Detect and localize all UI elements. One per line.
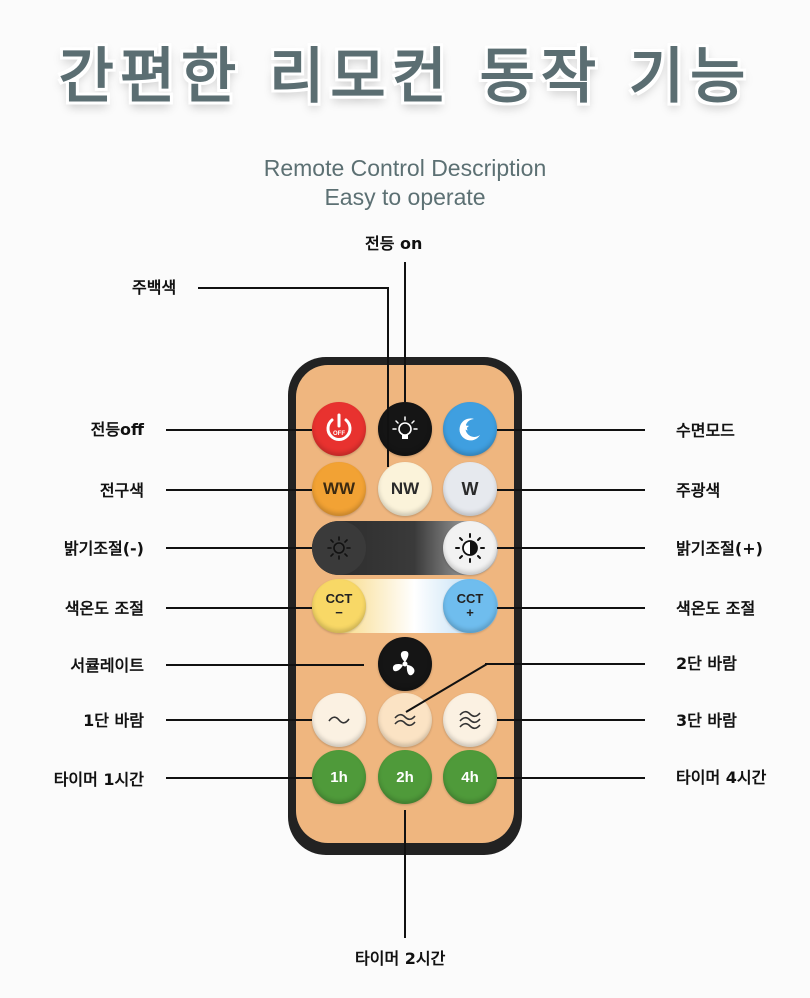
white-button[interactable]: W [443,462,497,516]
leader-brightness-plus [497,547,645,549]
label-wind-2: 2단 바람 [676,654,737,673]
moon-icon [459,418,480,441]
cct-minus-button[interactable]: CCT − [312,579,366,633]
timer-1h-button[interactable]: 1h [312,750,366,804]
wave-1-icon [328,716,350,724]
bulb-icon [392,416,418,439]
leader-timer-2h [404,810,406,938]
wind-speed-1-button[interactable] [312,693,366,747]
label-timer-2h: 타이머 2시간 [355,949,446,968]
leader-warm-color [166,489,312,491]
cct-minus-sign: − [335,605,343,620]
label-timer-4h: 타이머 4시간 [676,768,767,787]
warm-white-button[interactable]: WW [312,462,366,516]
leader-wind-3 [497,719,645,721]
leader-sleep-mode [497,429,645,431]
label-light-on: 전등 on [365,234,423,253]
leader-circulate [166,664,364,666]
circulate-button[interactable] [378,637,432,691]
label-color-temp-left: 색온도 조절 [64,599,144,618]
wind-speed-3-button[interactable] [443,693,497,747]
neutral-white-button[interactable]: NW [378,462,432,516]
timer-2h-button[interactable]: 2h [378,750,432,804]
svg-text:OFF: OFF [333,431,345,437]
leader-light-on [404,262,406,402]
sleep-mode-button[interactable] [443,402,497,456]
label-light-off: 전등off [90,420,144,439]
brightness-low-icon [327,536,351,560]
label-brightness-plus: 밝기조절(+) [676,539,763,558]
cct-minus-label: CCT [325,591,353,606]
brightness-plus-button[interactable] [443,521,497,575]
brightness-minus-button[interactable] [312,521,366,575]
label-color-temp-right: 색온도 조절 [676,599,756,618]
brightness-high-icon [455,533,485,563]
leader-cct-plus [497,607,645,609]
leader-brightness-minus [166,547,312,549]
label-wind-3: 3단 바람 [676,711,737,730]
cct-plus-sign: + [466,605,474,620]
label-timer-1h: 타이머 1시간 [53,770,144,789]
leader-daylight-v [387,287,389,467]
label-warm-color: 전구색 [99,481,144,500]
label-daylight-white: 주백색 [132,278,177,297]
power-off-button[interactable]: OFF [312,402,366,456]
leader-daylight-h [198,287,388,289]
timer-4h-button[interactable]: 4h [443,750,497,804]
leader-timer-4h [497,777,645,779]
cct-plus-button[interactable]: CCT + [443,579,497,633]
label-wind-1: 1단 바람 [83,711,144,730]
subtitle-line2: Easy to operate [324,184,486,210]
page-title: 간편한 리모컨 동작 기능 [58,42,752,112]
leader-wind-1 [166,719,312,721]
power-icon: OFF [326,413,352,441]
leader-light-off [166,429,312,431]
label-sleep-mode: 수면모드 [676,421,735,440]
leader-timer-1h [166,777,312,779]
leader-cct-minus [166,607,312,609]
leader-day-color [497,489,645,491]
label-circulate: 서큘레이트 [70,656,144,675]
cct-plus-label: CCT [456,591,484,606]
leader-wind-2-diag [405,663,488,713]
label-day-color: 주광색 [676,481,721,500]
leader-wind-2-h [485,663,645,665]
fan-icon [392,651,415,676]
wave-3-icon [459,710,481,730]
label-brightness-minus: 밝기조절(-) [63,539,144,558]
subtitle-line1: Remote Control Description [263,155,547,181]
wave-2-icon [394,713,416,727]
